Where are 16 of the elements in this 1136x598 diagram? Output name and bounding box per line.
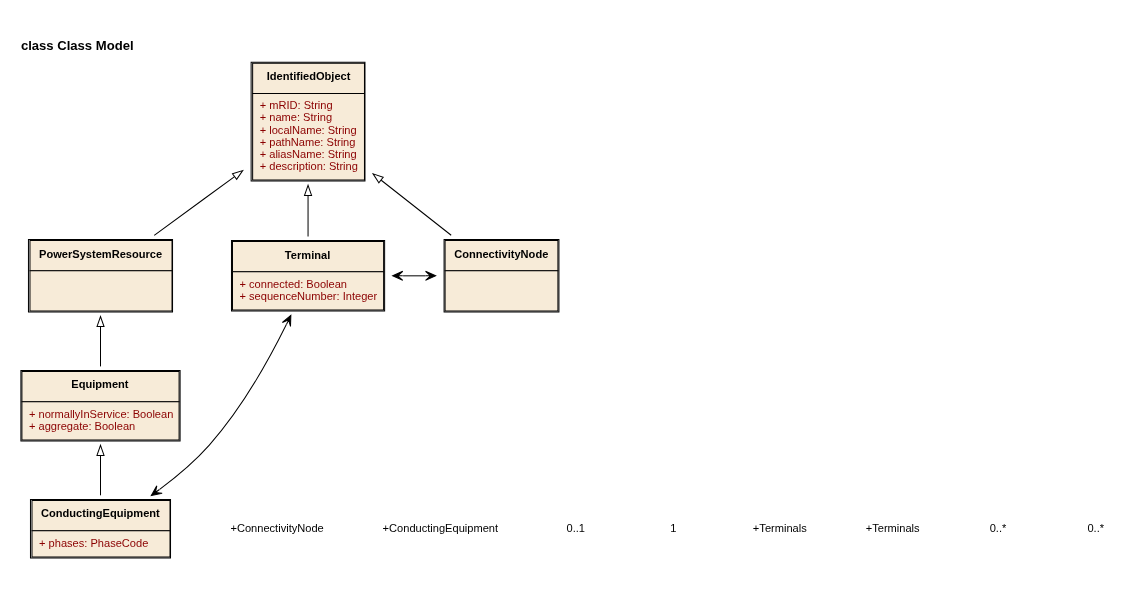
label: 1 [670,521,677,534]
arrow [371,172,452,236]
label: 0..1 [566,521,585,534]
label: +ConnectivityNode [230,521,324,534]
arrow [150,314,292,496]
diagram-title: class Class Model [20,37,134,53]
arrow [303,183,313,237]
arrow [392,270,437,281]
arrow [96,443,105,496]
label: +Terminals [752,521,807,534]
arrow [153,169,244,236]
label: +Terminals [865,521,920,534]
label: 0..* [1087,521,1105,534]
label: +ConductingEquipment [382,521,499,534]
label: 0..* [989,521,1007,534]
arrow [96,315,105,367]
